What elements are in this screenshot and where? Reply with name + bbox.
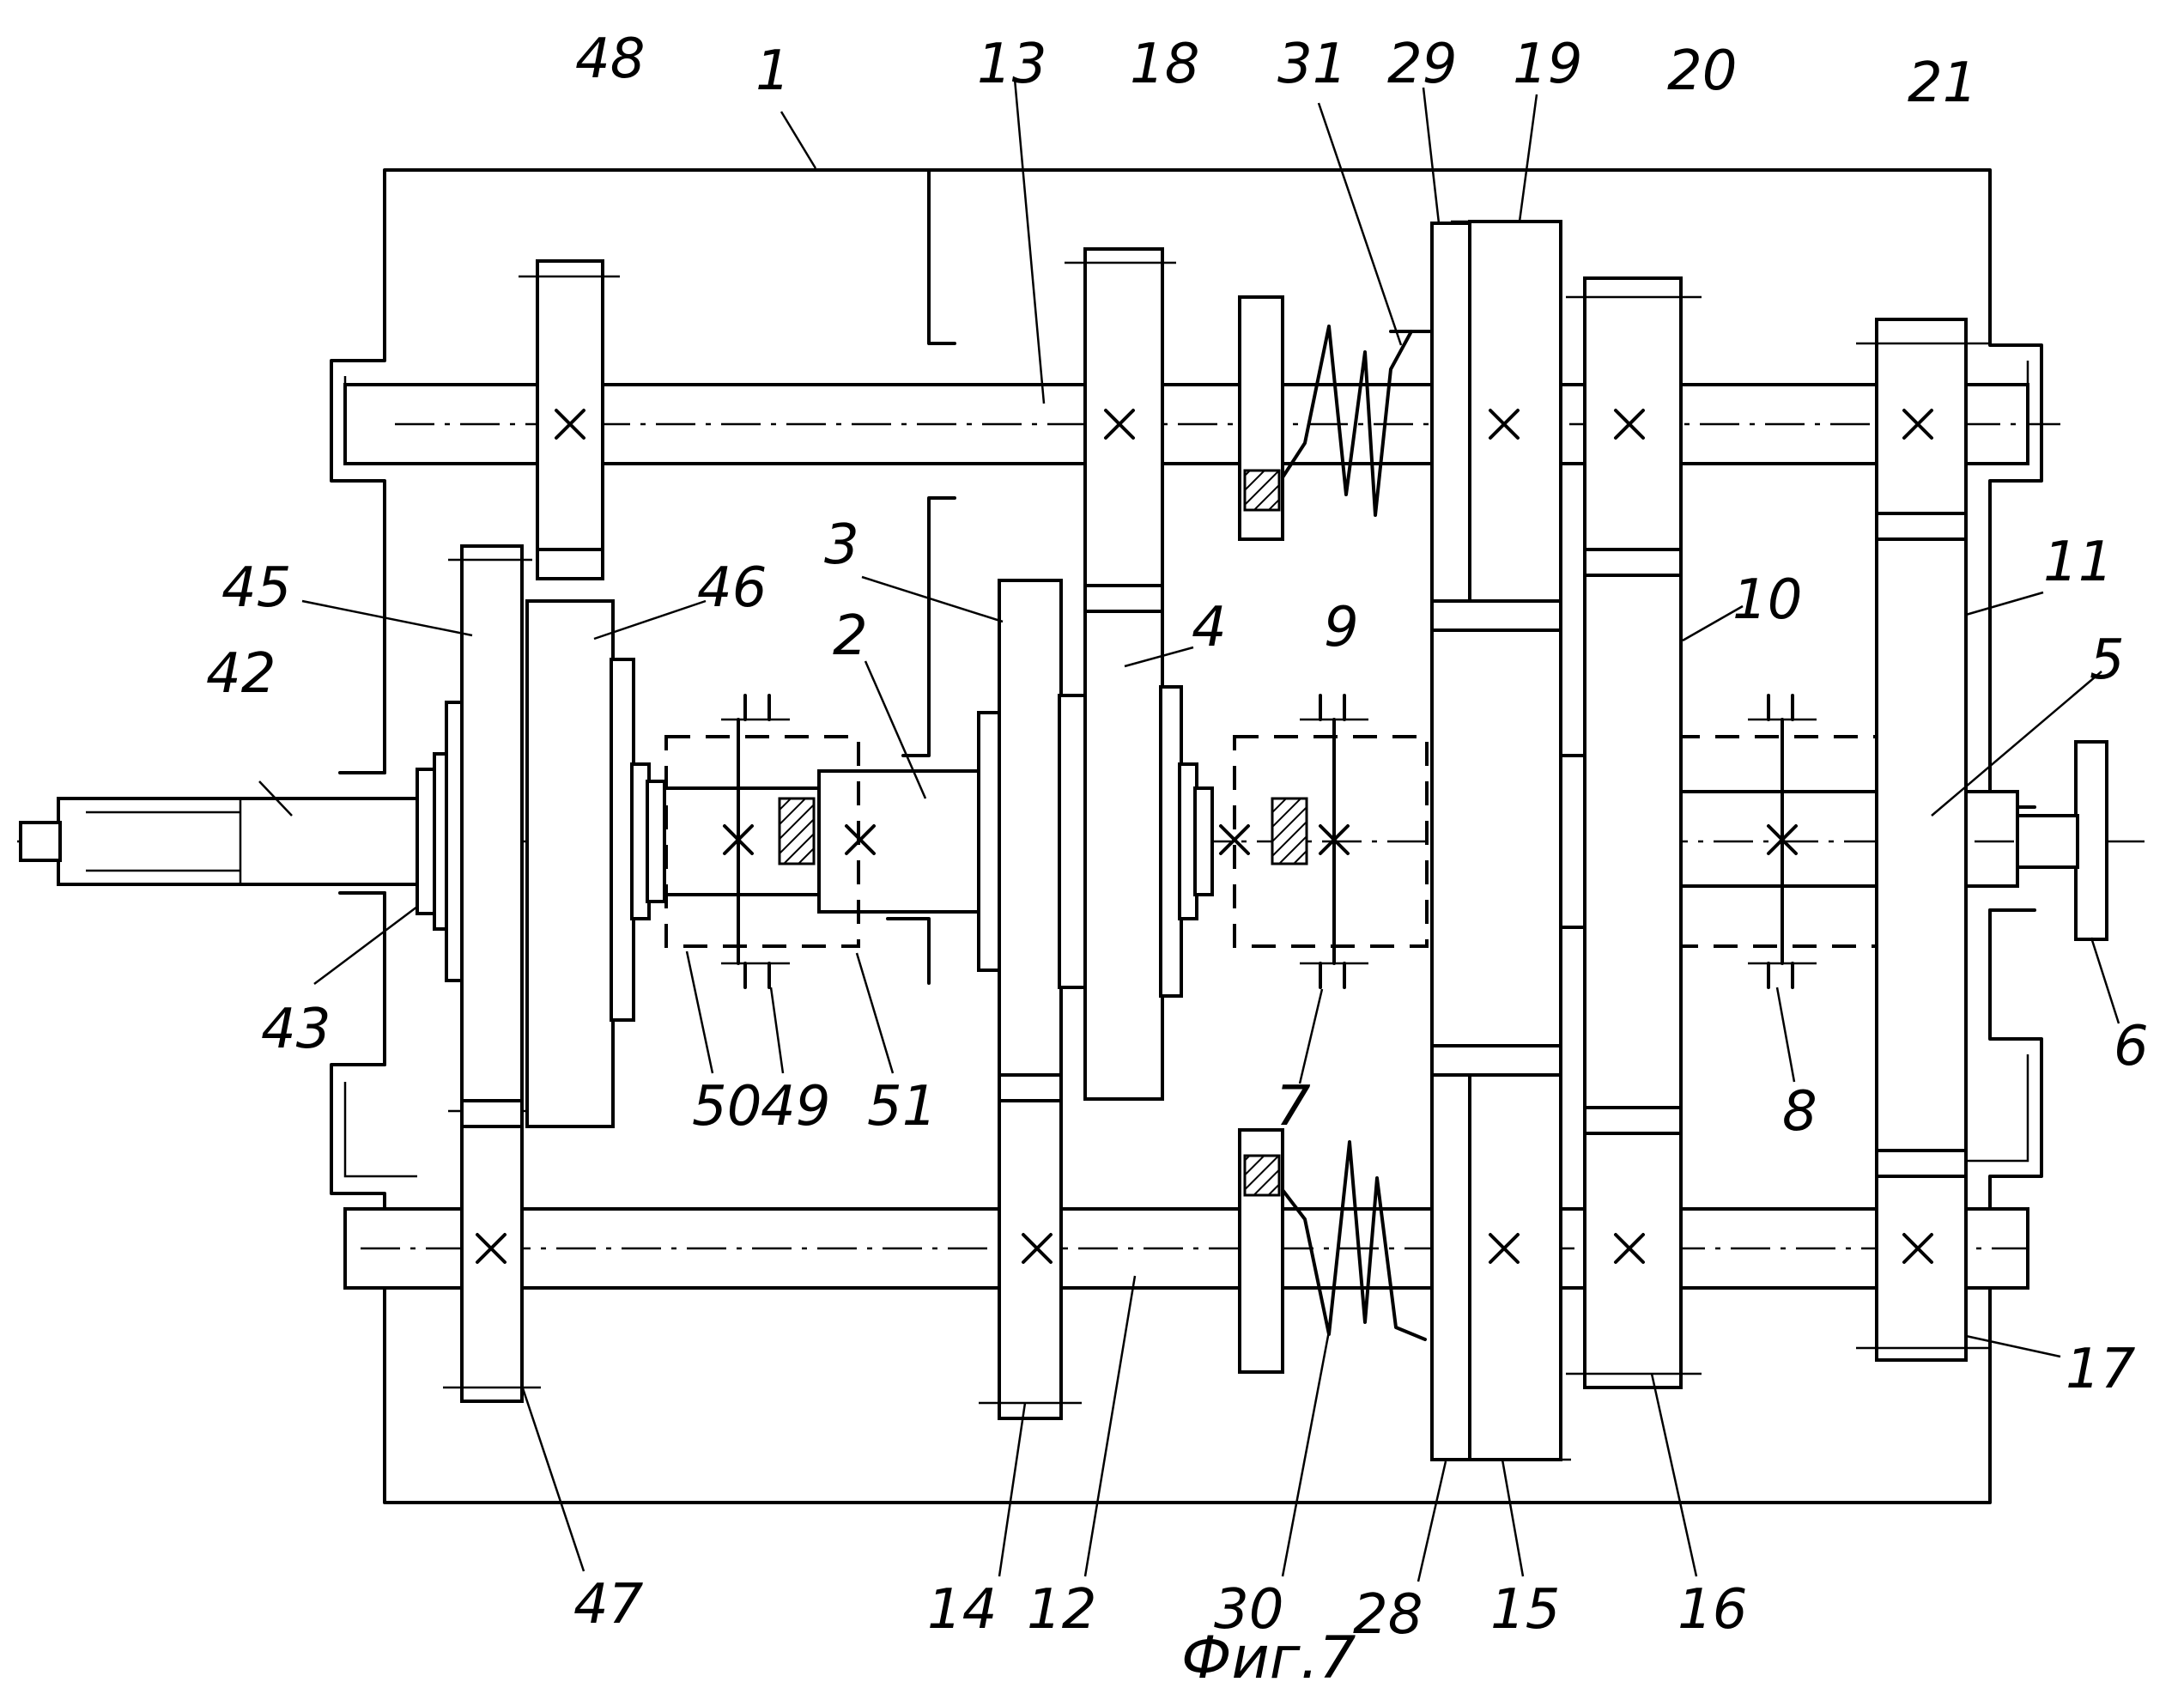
coupling-31 bbox=[1238, 295, 1434, 541]
label-30: 30 bbox=[1214, 1578, 1283, 1642]
label-42: 42 bbox=[206, 642, 276, 706]
label-16: 16 bbox=[1677, 1578, 1747, 1642]
label-29: 29 bbox=[1387, 33, 1457, 96]
label-9: 9 bbox=[1324, 596, 1359, 659]
upper-shaft-13 bbox=[343, 383, 2060, 465]
figure-caption: Фиг.7 bbox=[1181, 1624, 1356, 1682]
gear-21 bbox=[1856, 318, 1992, 541]
output-flange-6 bbox=[2016, 740, 2108, 941]
label-15: 15 bbox=[1490, 1578, 1560, 1642]
leader-lines bbox=[258, 78, 2120, 1582]
intermediate-shaft-2 bbox=[651, 769, 980, 914]
label-6: 6 bbox=[2114, 1015, 2149, 1078]
label-21: 21 bbox=[1908, 52, 1977, 115]
label-31: 31 bbox=[1277, 33, 1347, 96]
gear-3 bbox=[977, 579, 1087, 1104]
label-13: 13 bbox=[977, 33, 1046, 96]
label-2: 2 bbox=[833, 604, 868, 668]
label-11: 11 bbox=[2043, 531, 2113, 594]
label-28: 28 bbox=[1353, 1583, 1423, 1647]
label-46: 46 bbox=[697, 556, 767, 620]
input-shaft-42 bbox=[19, 752, 453, 931]
gear-4 bbox=[1083, 599, 1214, 1101]
gear-16 bbox=[1566, 1106, 1702, 1389]
gear-14 bbox=[979, 1073, 1082, 1420]
label-47: 47 bbox=[573, 1573, 644, 1636]
label-12: 12 bbox=[1027, 1578, 1096, 1642]
label-10: 10 bbox=[1732, 568, 1802, 632]
clutch-50 bbox=[664, 694, 860, 989]
label-5: 5 bbox=[2090, 628, 2125, 692]
reference-labels: 48 1 13 18 31 29 19 20 21 45 46 3 2 4 9 … bbox=[206, 27, 2149, 1647]
label-20: 20 bbox=[1667, 39, 1737, 103]
label-18: 18 bbox=[1130, 33, 1199, 96]
gear-46 bbox=[525, 599, 666, 1128]
housing bbox=[330, 168, 2043, 1504]
label-51: 51 bbox=[867, 1075, 937, 1139]
gear-17 bbox=[1856, 1149, 1992, 1362]
label-8: 8 bbox=[1782, 1080, 1817, 1144]
label-49: 49 bbox=[761, 1075, 830, 1139]
label-14: 14 bbox=[927, 1578, 997, 1642]
axis-cross-markers bbox=[476, 409, 1933, 1264]
label-3: 3 bbox=[824, 513, 859, 577]
coupling-30 bbox=[1238, 1128, 1434, 1374]
label-17: 17 bbox=[2066, 1338, 2136, 1401]
gear-18 bbox=[1065, 247, 1176, 613]
label-48: 48 bbox=[575, 27, 645, 91]
gear-48 bbox=[519, 259, 620, 580]
gear-45 bbox=[445, 544, 532, 1135]
label-50: 50 bbox=[692, 1075, 761, 1139]
label-1: 1 bbox=[755, 39, 791, 103]
label-43: 43 bbox=[261, 998, 331, 1061]
label-45: 45 bbox=[221, 556, 291, 620]
label-19: 19 bbox=[1513, 33, 1582, 96]
label-4: 4 bbox=[1192, 596, 1227, 659]
lower-shaft-12 bbox=[343, 1207, 2029, 1290]
label-7: 7 bbox=[1276, 1075, 1311, 1139]
